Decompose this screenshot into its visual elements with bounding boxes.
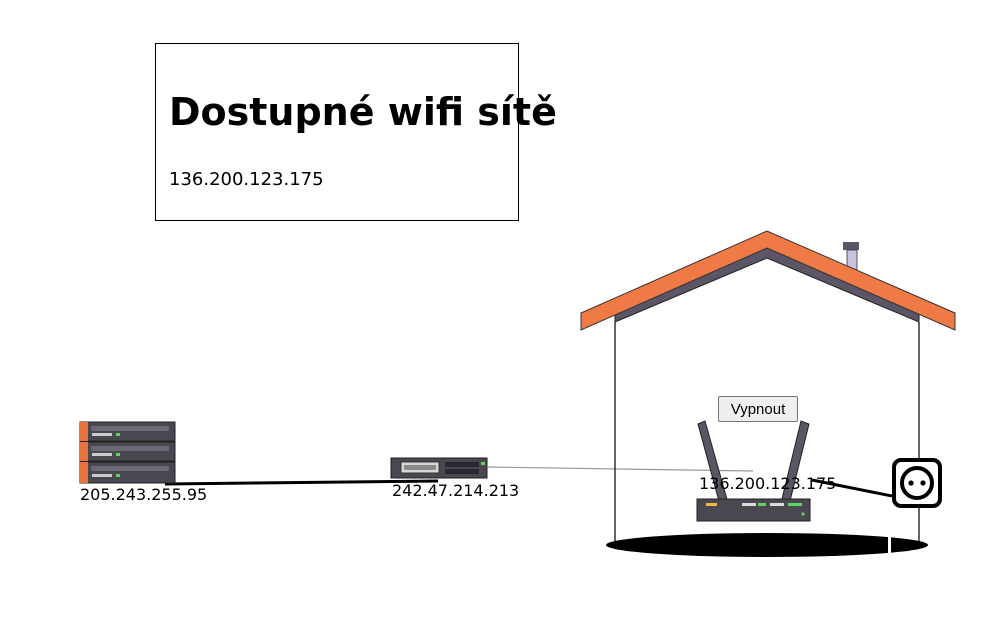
panel-network-ip: 136.200.123.175 — [169, 169, 324, 190]
server-rack-icon — [79, 421, 176, 484]
wifi-router-icon — [696, 420, 811, 522]
house-icon — [580, 230, 956, 557]
router-power-off-button[interactable]: Vypnout — [718, 396, 798, 422]
network-switch-icon — [390, 457, 488, 479]
server-ip-label: 205.243.255.95 — [80, 485, 208, 504]
router-ip-label: 136.200.123.175 — [699, 474, 837, 493]
panel-title: Dostupné wifi sítě — [169, 90, 557, 134]
switch-ip-label: 242.47.214.213 — [392, 481, 520, 500]
cable-server-switch — [164, 479, 439, 486]
wifi-networks-panel: Dostupné wifi sítě 136.200.123.175 — [155, 43, 557, 221]
cable-router-socket — [811, 478, 893, 498]
power-socket-icon — [892, 458, 942, 508]
wireless-link — [487, 466, 754, 472]
